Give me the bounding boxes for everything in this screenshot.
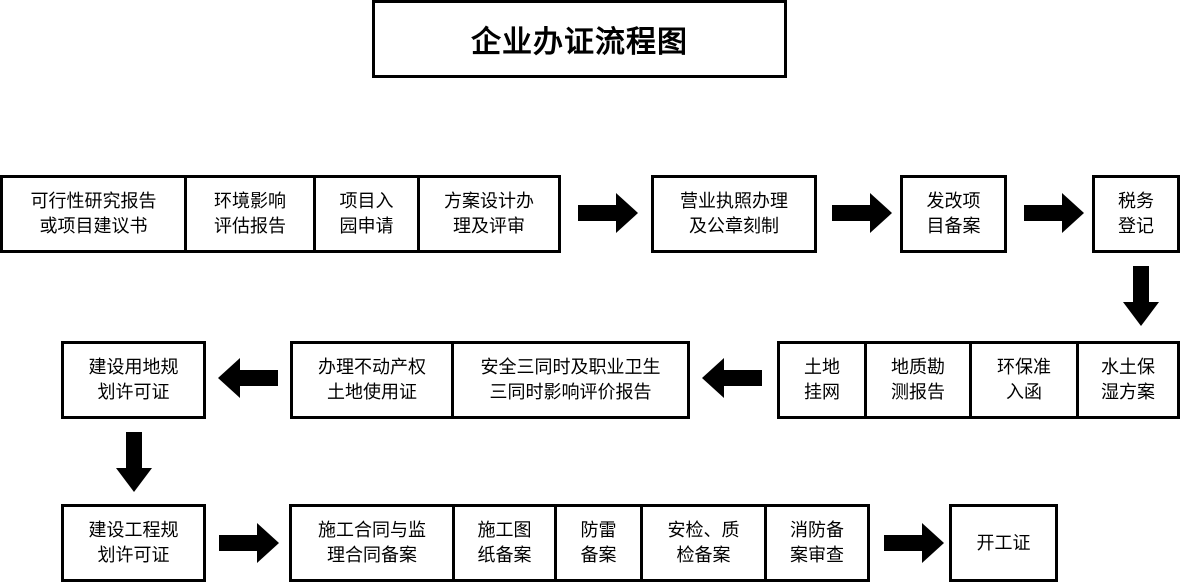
project-planning-permit-box: 建设工程规 划许可证 bbox=[61, 504, 206, 582]
arrow-right-icon bbox=[1024, 193, 1084, 233]
fire-review-box: 消防备 案审查 bbox=[764, 504, 870, 582]
safety-quality-box: 安检、质 检备案 bbox=[640, 504, 767, 582]
arrow-right-icon bbox=[884, 523, 944, 563]
park-entry-application-box: 项目入 园申请 bbox=[313, 175, 420, 253]
tax-registration-box: 税务 登记 bbox=[1092, 175, 1180, 253]
design-review-box: 方案设计办 理及评审 bbox=[417, 175, 561, 253]
arrow-down-icon bbox=[116, 432, 152, 492]
safety-evaluation-box: 安全三同时及职业卫生 三同时影响评价报告 bbox=[451, 341, 690, 419]
reform-filing-box: 发改项 目备案 bbox=[900, 175, 1007, 253]
land-planning-permit-box: 建设用地规 划许可证 bbox=[61, 341, 206, 419]
business-license-box: 营业执照办理 及公章刻制 bbox=[651, 175, 817, 253]
construction-drawing-box: 施工图 纸备案 bbox=[452, 504, 557, 582]
page-title: 企业办证流程图 bbox=[372, 0, 787, 78]
arrow-left-icon bbox=[218, 358, 278, 398]
property-certificate-box: 办理不动产权 土地使用证 bbox=[290, 341, 454, 419]
feasibility-report-box: 可行性研究报告 或项目建议书 bbox=[0, 175, 187, 253]
arrow-right-icon bbox=[578, 193, 638, 233]
lightning-protection-box: 防雷 备案 bbox=[554, 504, 643, 582]
geological-survey-box: 地质勘 测报告 bbox=[864, 341, 972, 419]
land-listing-box: 土地 挂网 bbox=[777, 341, 867, 419]
arrow-right-icon bbox=[219, 523, 279, 563]
construction-contract-box: 施工合同与监 理合同备案 bbox=[289, 504, 455, 582]
start-permit-box: 开工证 bbox=[949, 504, 1058, 582]
soil-water-plan-box: 水土保 湿方案 bbox=[1076, 341, 1180, 419]
arrow-down-icon bbox=[1123, 266, 1159, 326]
environmental-impact-box: 环境影响 评估报告 bbox=[184, 175, 316, 253]
environmental-access-box: 环保准 入函 bbox=[969, 341, 1079, 419]
arrow-left-icon bbox=[702, 358, 762, 398]
arrow-right-icon bbox=[832, 193, 892, 233]
